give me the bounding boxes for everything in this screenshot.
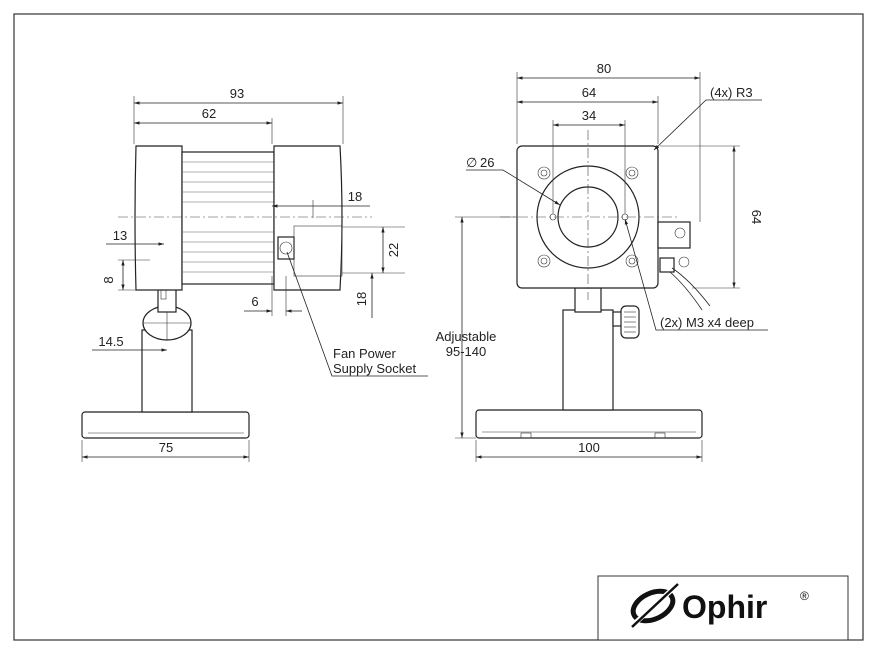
side-post bbox=[141, 329, 193, 413]
dim-64-v: 64 bbox=[749, 210, 764, 224]
logo-block: Ophir ® bbox=[597, 575, 849, 641]
brand-logo-text: Ophir bbox=[682, 589, 767, 625]
dim-75: 75 bbox=[159, 440, 173, 455]
corner-radius-label: (4x) R3 bbox=[710, 85, 753, 100]
registered-mark: ® bbox=[800, 589, 809, 603]
dim-8: 8 bbox=[101, 276, 116, 283]
mount-holes-label: (2x) M3 x4 deep bbox=[660, 315, 754, 330]
title-block bbox=[597, 575, 849, 641]
adjustable-label-line1: Adjustable bbox=[436, 329, 497, 344]
dim-22: 22 bbox=[386, 243, 401, 257]
dim-18-top: 18 bbox=[348, 189, 362, 204]
drawing-border bbox=[13, 13, 864, 641]
dim-62: 62 bbox=[202, 106, 216, 121]
dim-6: 6 bbox=[251, 294, 258, 309]
ophir-swoosh-icon bbox=[630, 583, 679, 628]
front-post bbox=[562, 309, 614, 411]
dim-18-bottom: 18 bbox=[354, 292, 369, 306]
fan-power-label-line2: Supply Socket bbox=[333, 361, 416, 376]
diameter-symbol: ∅ bbox=[466, 155, 477, 170]
dim-13: 13 bbox=[113, 228, 127, 243]
dim-80: 80 bbox=[597, 61, 611, 76]
dim-100: 100 bbox=[578, 440, 600, 455]
side-socket bbox=[277, 236, 295, 260]
front-view: 80 64 34 64 (4x) R3 ∅ 26 (2x) M3 x4 deep… bbox=[436, 61, 768, 462]
dim-14-5: 14.5 bbox=[98, 334, 123, 349]
dim-34: 34 bbox=[582, 108, 596, 123]
dim-64-h: 64 bbox=[582, 85, 596, 100]
dim-26: 26 bbox=[480, 155, 494, 170]
fan-power-label-line1: Fan Power bbox=[333, 346, 397, 361]
dim-93: 93 bbox=[230, 86, 244, 101]
side-view: 93 62 18 22 18 13 8 6 14.5 bbox=[81, 86, 428, 462]
side-front-head bbox=[273, 145, 343, 291]
side-rear-cap bbox=[134, 145, 183, 291]
front-base bbox=[475, 409, 703, 439]
side-base bbox=[81, 411, 250, 439]
adjustable-label-line2: 95-140 bbox=[446, 344, 486, 359]
